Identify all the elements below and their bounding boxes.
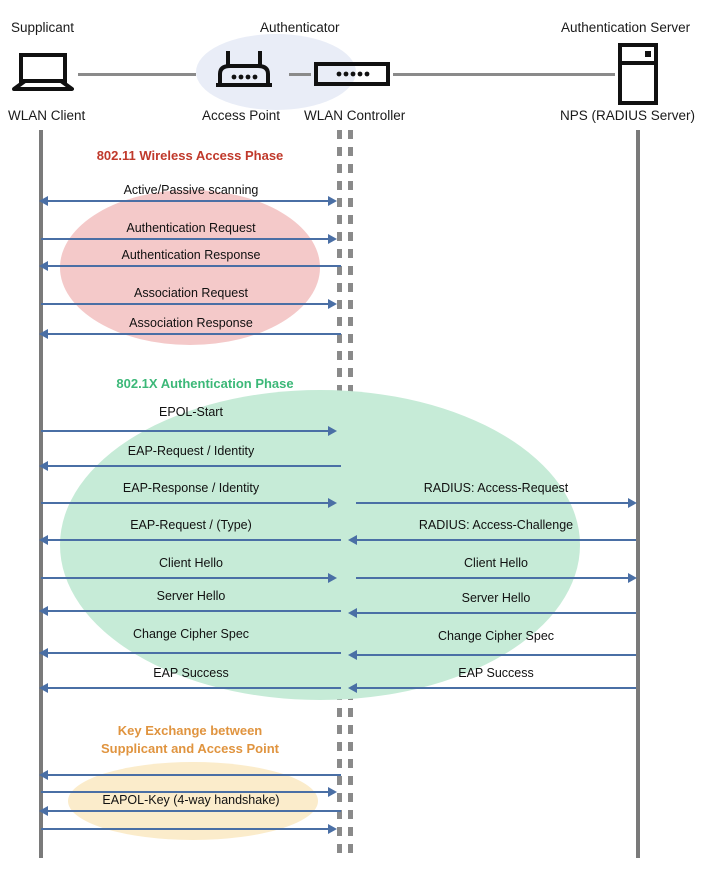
msg-arrowhead-eapol-key-3 xyxy=(39,806,48,816)
msg-label-eap-success-right: EAP Success xyxy=(458,666,534,680)
phase-8021x-blob xyxy=(60,390,580,700)
actor-role-auth-server: Authentication Server xyxy=(561,20,691,35)
msg-line-authentication-request xyxy=(41,238,335,240)
msg-line-eap-request-type xyxy=(47,539,341,541)
msg-line-association-response xyxy=(47,333,341,335)
msg-line-server-hello-left xyxy=(47,610,341,612)
link-client-ap xyxy=(78,73,196,76)
msg-label-server-hello-right: Server Hello xyxy=(461,591,531,605)
msg-arrowhead-eapol-key-4 xyxy=(328,824,337,834)
msg-line-eap-success-left xyxy=(47,687,341,689)
link-ap-controller xyxy=(289,73,311,76)
msg-label-eap-request-identity: EAP-Request / Identity xyxy=(127,444,255,458)
actor-device-access-point: Access Point xyxy=(202,108,281,123)
msg-line-client-hello-left xyxy=(41,577,335,579)
phase-80211-blob xyxy=(60,190,320,345)
msg-line-eapol-key-1 xyxy=(47,774,341,776)
msg-arrowhead-radius-access-request xyxy=(628,498,637,508)
phase-8021x-title: 802.1X Authentication Phase xyxy=(116,376,294,391)
msg-label-radius-access-challenge: RADIUS: Access-Challenge xyxy=(418,518,574,532)
access-point-icon xyxy=(214,49,274,93)
msg-line-change-cipher-spec-right xyxy=(356,654,636,656)
msg-arrowhead-eap-request-type xyxy=(39,535,48,545)
msg-arrowhead-eap-response-identity xyxy=(328,498,337,508)
msg-label-change-cipher-spec-right: Change Cipher Spec xyxy=(437,629,555,643)
msg-label-server-hello-left: Server Hello xyxy=(156,589,226,603)
msg-label-association-response: Association Response xyxy=(129,316,253,330)
actor-device-wlan-controller: WLAN Controller xyxy=(304,108,406,123)
msg-arrowhead-eapol-key-1 xyxy=(39,770,48,780)
msg-arrowhead-authentication-request xyxy=(328,234,337,244)
msg-arrowhead-radius-access-challenge xyxy=(348,535,357,545)
msg-line-eapol-key-3 xyxy=(47,810,341,812)
link-controller-server xyxy=(393,73,615,76)
msg-arrowhead-association-request xyxy=(328,299,337,309)
msg-label-radius-access-request: RADIUS: Access-Request xyxy=(423,481,569,495)
msg-line-active-passive-scanning xyxy=(47,200,335,202)
msg-line-association-request xyxy=(41,303,335,305)
msg-arrowhead-server-hello-left xyxy=(39,606,48,616)
msg-label-active-passive-scanning: Active/Passive scanning xyxy=(123,183,259,197)
msg-label-eapol-key-4way: EAPOL-Key (4-way handshake) xyxy=(102,793,280,807)
msg-line-eap-success-right xyxy=(356,687,636,689)
actor-role-authenticator: Authenticator xyxy=(260,20,340,35)
phase-keyexchange-title-line2: Supplicant and Access Point xyxy=(101,741,279,756)
wlan-controller-icon xyxy=(314,61,390,87)
msg-arrowhead-active-passive-scanning-left xyxy=(39,196,48,206)
msg-arrowhead-change-cipher-spec-right xyxy=(348,650,357,660)
actor-device-nps: NPS (RADIUS Server) xyxy=(560,108,696,123)
msg-label-association-request: Association Request xyxy=(134,286,248,300)
msg-arrowhead-server-hello-right xyxy=(348,608,357,618)
msg-arrowhead-eap-request-identity xyxy=(39,461,48,471)
msg-label-eap-response-identity: EAP-Response / Identity xyxy=(122,481,260,495)
msg-line-client-hello-right xyxy=(356,577,628,579)
phase-keyexchange-title-line1: Key Exchange between xyxy=(117,723,263,738)
msg-arrowhead-client-hello-right xyxy=(628,573,637,583)
msg-arrowhead-eap-success-right xyxy=(348,683,357,693)
phase-80211-title: 802.11 Wireless Access Phase xyxy=(96,148,284,163)
lifeline-supplicant xyxy=(39,130,43,858)
msg-label-epol-start: EPOL-Start xyxy=(159,405,223,419)
msg-arrowhead-client-hello-left xyxy=(328,573,337,583)
msg-line-eap-response-identity xyxy=(41,502,335,504)
msg-arrowhead-change-cipher-spec-left xyxy=(39,648,48,658)
msg-line-eapol-key-2 xyxy=(41,791,335,793)
msg-arrowhead-epol-start xyxy=(328,426,337,436)
msg-line-eap-request-identity xyxy=(47,465,341,467)
msg-label-authentication-response: Authentication Response xyxy=(121,248,261,262)
msg-label-client-hello-left: Client Hello xyxy=(159,556,223,570)
msg-arrowhead-active-passive-scanning-right xyxy=(328,196,337,206)
msg-label-eap-request-type: EAP-Request / (Type) xyxy=(130,518,252,532)
actor-role-supplicant: Supplicant xyxy=(11,20,75,35)
msg-line-radius-access-request xyxy=(356,502,628,504)
msg-line-radius-access-challenge xyxy=(356,539,636,541)
msg-line-server-hello-right xyxy=(356,612,636,614)
msg-label-eap-success-left: EAP Success xyxy=(153,666,229,680)
msg-arrowhead-authentication-response xyxy=(39,261,48,271)
laptop-icon xyxy=(12,52,74,92)
authenticator-group-ellipse xyxy=(196,34,356,110)
msg-label-client-hello-right: Client Hello xyxy=(464,556,528,570)
msg-line-epol-start xyxy=(41,430,335,432)
msg-label-authentication-request: Authentication Request xyxy=(126,221,256,235)
msg-arrowhead-eapol-key-2 xyxy=(328,787,337,797)
actor-device-wlan-client: WLAN Client xyxy=(8,108,86,123)
msg-arrowhead-association-response xyxy=(39,329,48,339)
msg-line-authentication-response xyxy=(47,265,341,267)
server-icon xyxy=(617,43,659,105)
msg-arrowhead-eap-success-left xyxy=(39,683,48,693)
msg-line-eapol-key-4 xyxy=(41,828,335,830)
msg-label-change-cipher-spec-left: Change Cipher Spec xyxy=(132,627,250,641)
lifeline-auth-server xyxy=(636,130,640,858)
msg-line-change-cipher-spec-left xyxy=(47,652,341,654)
